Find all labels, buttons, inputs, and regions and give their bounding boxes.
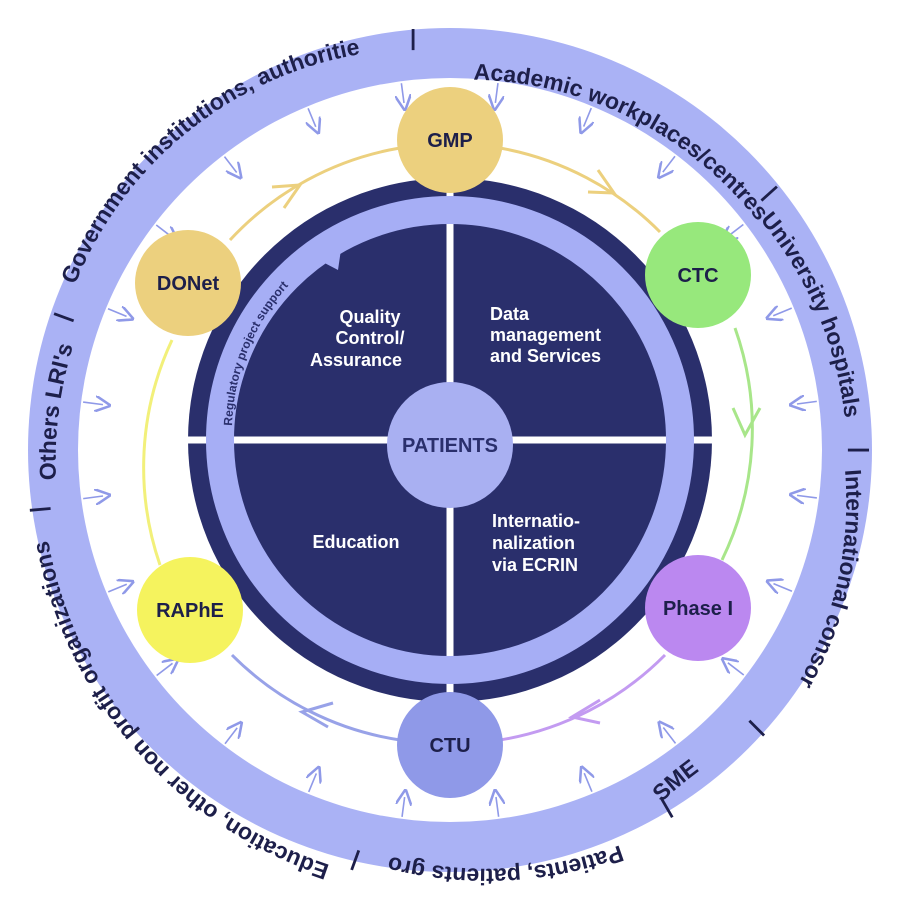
quadrant-label-line: Internatio- (492, 511, 580, 531)
quadrant-label-line: Quality (339, 307, 400, 327)
node-label: DONet (157, 273, 220, 295)
inward-arrow (584, 107, 592, 126)
inward-arrow (107, 309, 126, 317)
inward-arrow (495, 83, 498, 103)
quadrant-label-line: Assurance (310, 350, 402, 370)
inward-arrow (107, 584, 126, 592)
quadrant-label-line: Education (312, 532, 399, 552)
center-circle (387, 382, 513, 508)
separator: | (26, 505, 51, 513)
node-label: CTU (429, 735, 470, 757)
node-label: GMP (427, 130, 473, 152)
quadrant-label-line: Control/ (336, 328, 405, 348)
node-phase1: Phase I (645, 555, 751, 661)
inward-arrow (797, 401, 817, 404)
quadrant-label-line: and Services (490, 346, 601, 366)
inward-arrow (728, 663, 745, 676)
arc-donet-gmp (228, 146, 401, 242)
inward-arrow (83, 496, 103, 499)
inward-arrow (223, 156, 236, 173)
separator: | (410, 25, 416, 50)
inward-arrow (773, 308, 793, 316)
inward-arrow (773, 584, 793, 592)
arrowhead-donet-gmp (271, 183, 304, 209)
quadrant-label-line: management (490, 325, 601, 345)
node-circle (397, 87, 503, 193)
quadrant-bottom-left: Education (312, 532, 399, 552)
inward-arrow (496, 797, 499, 817)
node-circle (137, 557, 243, 663)
node-circle (645, 555, 751, 661)
node-circle (135, 230, 241, 336)
arrowhead-gmp-ctc (587, 169, 617, 195)
inward-arrow (156, 663, 173, 677)
arc-ctc-phase1 (720, 327, 754, 561)
node-label: Phase I (663, 598, 733, 620)
orbit-arcs (142, 146, 762, 742)
quadrant-top-left: Quality Control/ Assurance (310, 307, 405, 370)
inward-arrows (83, 83, 817, 817)
quadrant-label-line: Data (490, 304, 530, 324)
inward-arrow (663, 155, 676, 172)
node-circle (645, 222, 751, 328)
arrowhead-ctc-phase1 (731, 407, 762, 439)
inward-arrow (308, 107, 316, 126)
inward-arrow (797, 495, 817, 498)
inward-arrow (663, 727, 677, 744)
arc-gmp-ctc (499, 146, 662, 234)
node-gmp: GMP (397, 87, 503, 193)
node-ctu: CTU (397, 692, 503, 798)
band-arrowhead (315, 222, 345, 270)
node-donet: DONet (135, 230, 241, 336)
arc-phase1-ctu (499, 653, 667, 742)
quadrant-bottom-right: Internatio- nalization via ECRIN (492, 511, 580, 575)
inward-arrow (309, 773, 317, 793)
quadrant-label-line: via ECRIN (492, 555, 578, 575)
inward-arrow (83, 402, 103, 405)
separator: | (848, 447, 873, 453)
arc-raphe-donet (142, 339, 174, 566)
quadrant-label-line: nalization (492, 533, 575, 553)
inward-arrow (584, 773, 592, 793)
inward-arrow (224, 728, 237, 745)
regulatory-band (206, 196, 694, 684)
arrowhead-ctu-raphe (298, 701, 334, 729)
arrowhead-phase1-ctu (567, 698, 601, 725)
quadrant-top-right: Data management and Services (490, 304, 601, 366)
inward-arrow (401, 83, 404, 103)
node-label: RAPhE (156, 600, 224, 622)
center-label: PATIENTS (402, 435, 498, 457)
node-ctc: CTC (645, 222, 751, 328)
node-circle (397, 692, 503, 798)
node-raphe: RAPhE (137, 557, 243, 663)
node-label: CTC (677, 265, 718, 287)
inward-arrow (402, 797, 405, 817)
